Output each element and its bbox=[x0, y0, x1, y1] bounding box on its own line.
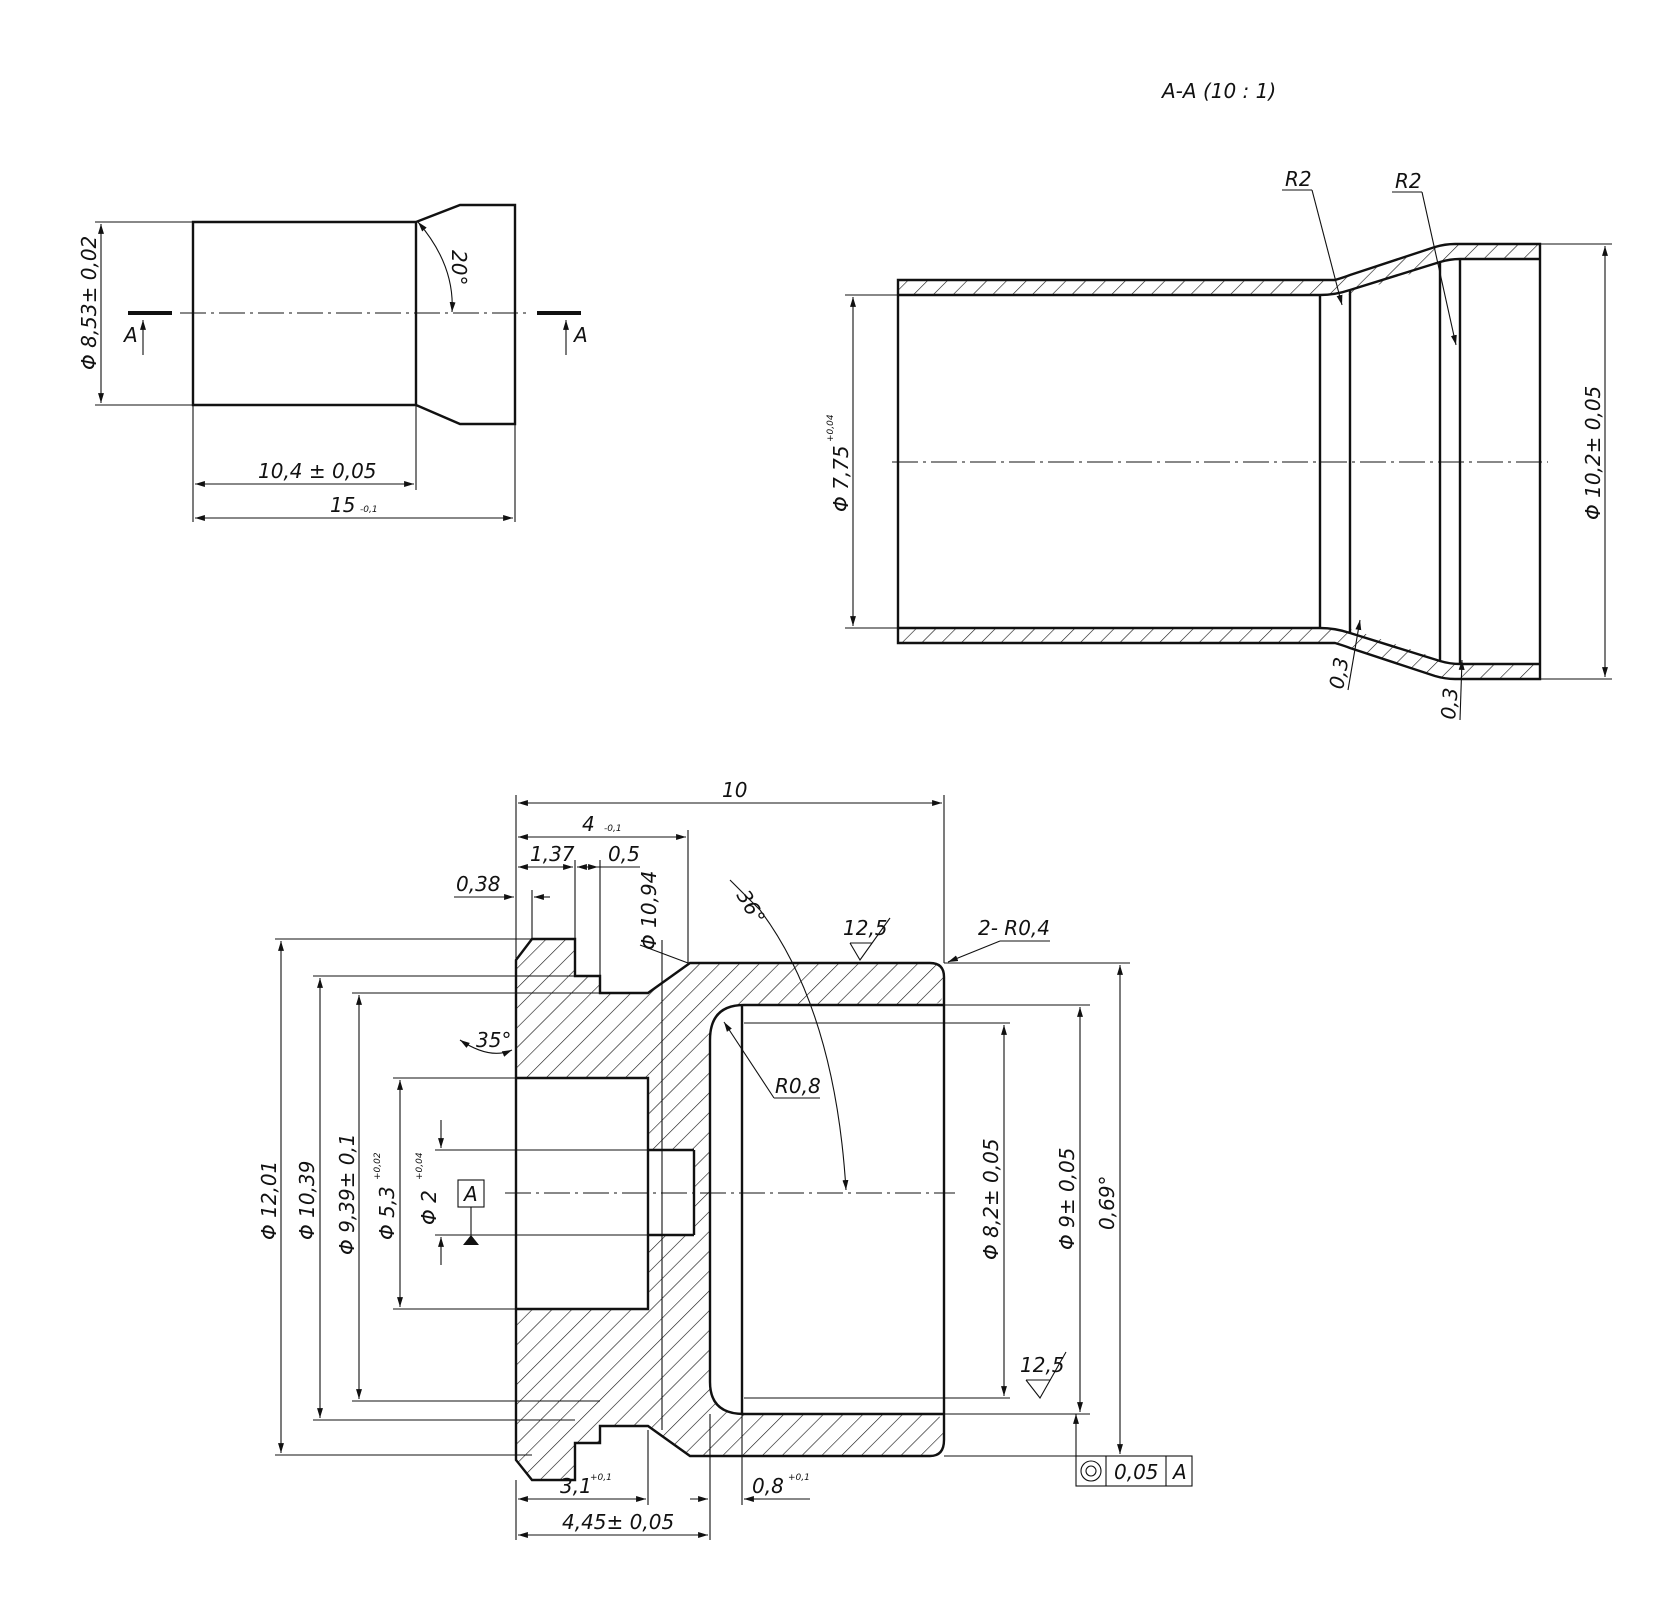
wall2-label: 0,3 bbox=[1436, 687, 1463, 721]
angle-arc bbox=[417, 221, 456, 313]
sleeve-outline bbox=[191, 203, 517, 426]
sleeve-length2-label: 15 bbox=[330, 493, 355, 517]
dim-line bbox=[1458, 659, 1465, 721]
angle-arc bbox=[459, 1039, 513, 1057]
wall1-label: 0,3 bbox=[1324, 655, 1353, 690]
sleeve-view: A A Φ 8,53± 0,02 20° 10,4 ± 0,05 15 -0,1 bbox=[77, 203, 588, 522]
section-title: A-A (10 : 1) bbox=[1160, 79, 1276, 103]
datum-triangle bbox=[463, 1235, 479, 1245]
radius-r08-label: R0,8 bbox=[775, 1074, 821, 1098]
dia-939-label: Φ 9,39± 0,1 bbox=[335, 1133, 359, 1255]
leader-line bbox=[729, 879, 761, 911]
leader-line bbox=[723, 1021, 775, 1099]
sleeve-diameter-label: Φ 8,53± 0,02 bbox=[77, 236, 101, 370]
len-08-label: 0,8 bbox=[752, 1474, 784, 1498]
dia-53-tol: +0,02 bbox=[373, 1152, 383, 1180]
inner-diameter-label: Φ 7,75 bbox=[829, 445, 853, 512]
tolerance-frame bbox=[1075, 1455, 1193, 1487]
section-mark-left-label: A bbox=[122, 323, 138, 347]
dia-82-label: Φ 8,2± 0,05 bbox=[979, 1138, 1003, 1260]
tolerance-value-label: 0,05 bbox=[1114, 1460, 1159, 1484]
dia-1039-label: Φ 10,39 bbox=[295, 1161, 319, 1240]
angle-arc bbox=[759, 909, 849, 1191]
radius-2r04-label: 2- R0,4 bbox=[978, 916, 1050, 940]
datum-label: A bbox=[462, 1182, 478, 1206]
roughness-bottom-symbol bbox=[1025, 1351, 1067, 1399]
angle-36-label: 36° bbox=[732, 886, 771, 929]
leader-line bbox=[1421, 191, 1457, 346]
len-31-label: 3,1 bbox=[560, 1474, 592, 1498]
section-view: A-A (10 : 1) R2 R2 Φ 7,75 +0,04 Φ 10,2± … bbox=[826, 79, 1612, 720]
fitting-bore-outline bbox=[708, 1003, 944, 1416]
radius-left-label: R2 bbox=[1285, 167, 1312, 191]
tolerance-datum-label: A bbox=[1171, 1460, 1187, 1484]
dia-53-label: Φ 5,3 bbox=[375, 1186, 399, 1240]
roughness-top-label: 12,5 bbox=[843, 916, 888, 940]
sleeve-length1-label: 10,4 ± 0,05 bbox=[258, 459, 377, 483]
len-4-label: 4 bbox=[582, 812, 595, 836]
leader-line bbox=[639, 944, 689, 964]
len-445-label: 4,45± 0,05 bbox=[562, 1510, 674, 1534]
sleeve-length2-tol: -0,1 bbox=[360, 505, 378, 515]
dia-9-label: Φ 9± 0,05 bbox=[1055, 1148, 1079, 1250]
dia-069-label: 0,69° bbox=[1095, 1175, 1119, 1230]
len-137-label: 1,37 bbox=[530, 842, 575, 866]
leader-line bbox=[947, 940, 1001, 963]
len-08-tol: +0,1 bbox=[788, 1473, 810, 1483]
roughness-bottom-label: 12,5 bbox=[1020, 1353, 1065, 1377]
fitting-view: 10 4 -0,1 1,37 0,5 0,38 Φ 10,94 36° 12,5… bbox=[257, 778, 1193, 1540]
leader-line bbox=[1311, 189, 1343, 306]
len-total-label: 10 bbox=[722, 778, 747, 802]
dim-line bbox=[1347, 619, 1362, 691]
radius-right-label: R2 bbox=[1395, 169, 1422, 193]
len-4-tol: -0,1 bbox=[604, 824, 622, 834]
dia-2-tol: +0,04 bbox=[415, 1152, 425, 1180]
wall-top-hatch bbox=[898, 244, 1540, 295]
fitting-hatch bbox=[516, 939, 944, 1480]
len-31-tol: +0,1 bbox=[590, 1473, 612, 1483]
roughness-top-symbol bbox=[849, 917, 891, 962]
sleeve-angle-label: 20° bbox=[447, 250, 471, 285]
fitting-outer-outline bbox=[514, 937, 946, 1482]
len-05-label: 0,5 bbox=[608, 842, 640, 866]
wall-bottom-hatch bbox=[898, 628, 1540, 679]
angle-35-label: 35° bbox=[476, 1028, 511, 1052]
dia-1094-label: Φ 10,94 bbox=[637, 871, 661, 950]
inner-diameter-tol: +0,04 bbox=[826, 414, 836, 442]
dia-2-label: Φ 2 bbox=[417, 1190, 441, 1225]
concentricity-icon bbox=[1080, 1460, 1102, 1482]
section-mark-right-label: A bbox=[572, 323, 588, 347]
dia-1201-label: Φ 12,01 bbox=[257, 1161, 281, 1240]
len-038-label: 0,38 bbox=[456, 872, 501, 896]
outer-diameter-label: Φ 10,2± 0,05 bbox=[1581, 386, 1605, 520]
section-inner-outline bbox=[898, 257, 1540, 666]
